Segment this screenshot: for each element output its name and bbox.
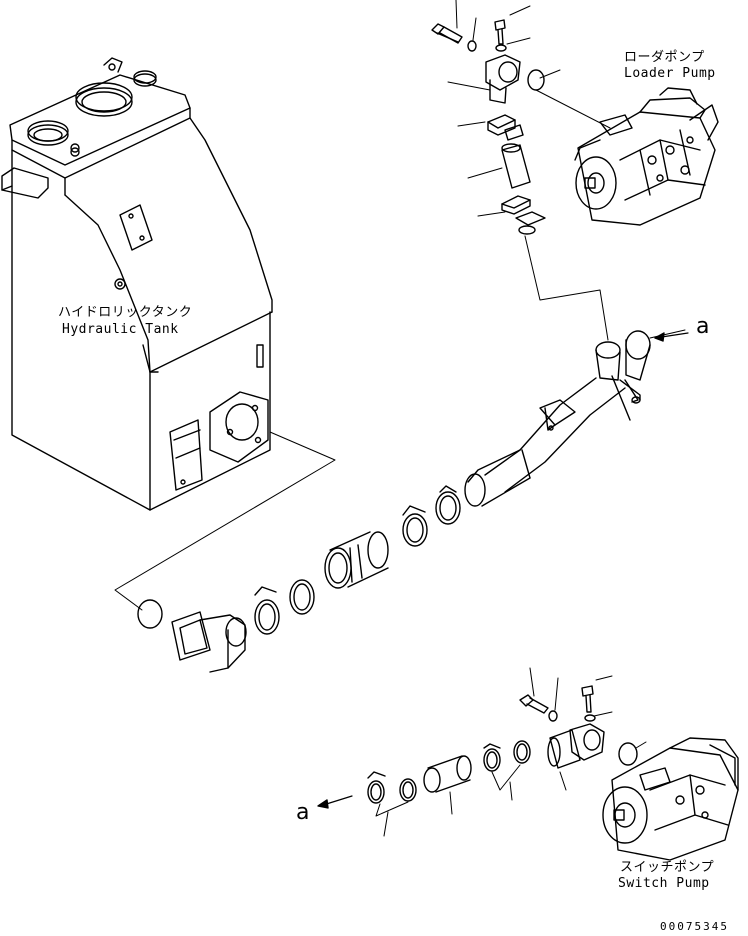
leader-lines-bottom xyxy=(375,667,647,837)
suction-pipe xyxy=(137,330,651,673)
drawing-number: 00075345 xyxy=(660,920,729,933)
arrow-a-top-head xyxy=(654,332,665,342)
hydraulic-tank xyxy=(1,57,273,511)
callout-a-top: a xyxy=(696,314,710,339)
loader-pump-fittings xyxy=(431,19,546,235)
leader-lines-middle xyxy=(114,329,686,611)
switch-pump xyxy=(602,737,739,861)
hydraulic-tank-label-jp: ハイドロリックタンク xyxy=(58,305,193,320)
leader-lines-top xyxy=(447,0,611,341)
hydraulic-tank-label-en: Hydraulic Tank xyxy=(62,322,179,337)
loader-pump-label-en: Loader Pump xyxy=(624,66,716,81)
callout-a-bottom: a xyxy=(296,800,310,825)
switch-pump-label-en: Switch Pump xyxy=(618,876,710,891)
loader-pump-label-jp: ローダポンプ xyxy=(624,50,705,65)
loader-pump xyxy=(574,87,719,226)
arrow-a-bottom-head xyxy=(317,799,329,809)
switch-pump-fittings xyxy=(367,685,638,804)
switch-pump-label-jp: スイッチポンプ xyxy=(620,860,715,875)
